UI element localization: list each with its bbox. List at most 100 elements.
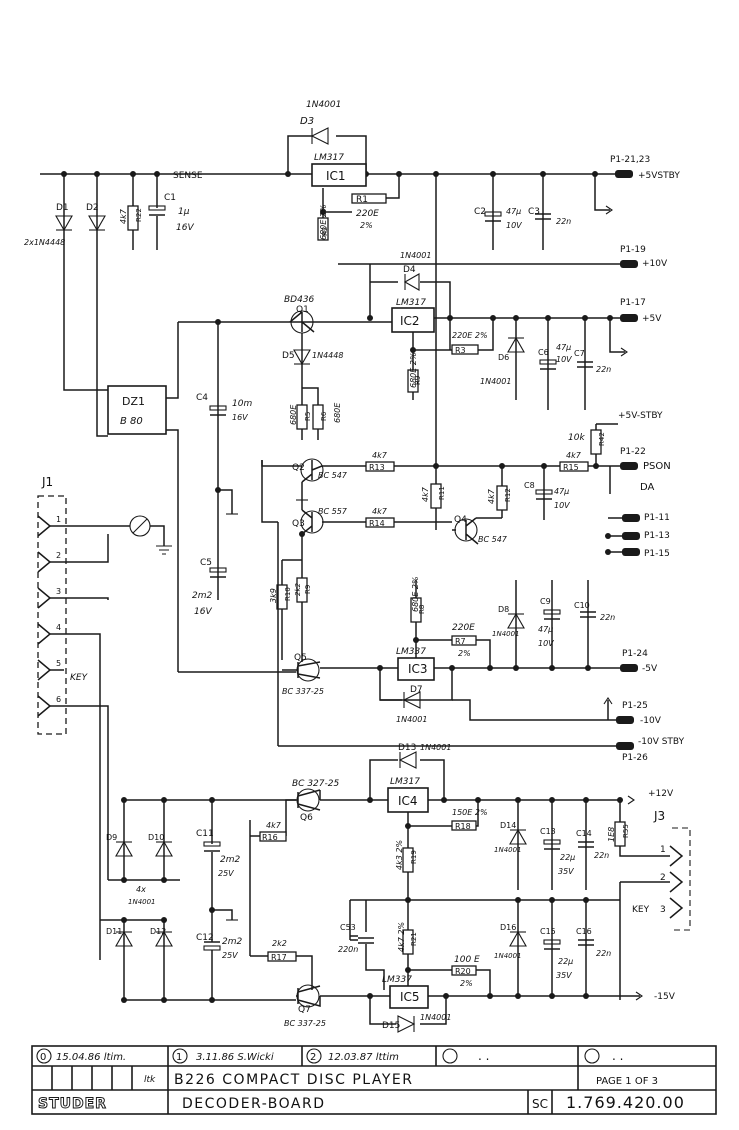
c6-value: 47µ [556,343,571,352]
diode-d16: D16 1N4001 [494,900,527,970]
c13-value: 22µ [560,853,575,862]
c8-volt: 10V [554,501,570,510]
r21-value: 4k7 2% [397,922,406,952]
r6-value: 680E [333,402,342,423]
diodes-d1-d2: D1 D2 2x1N4448 [24,174,108,391]
d13-type: 1N4001 [420,743,451,752]
c53-value: 220n [338,945,358,954]
capacitor-c14: C14 22n [576,829,609,860]
transistor-q4: Q4 BC 547 [452,515,508,545]
capacitor-c12: C12 2m2 25V [196,910,242,1000]
initials: ltk [144,1075,156,1085]
diode-bridge-d9-d12: D9 D10 4x 1N4001 D11 D12 [100,800,180,1000]
p1-19-label: P1-19 [620,245,646,255]
connector-j1: J1 1 2 3 4 5 6 KEY [37,475,172,960]
q1-label: Q1 [296,305,309,315]
rail-minus5v: IC3 LM337 P1-24 -5V [178,580,658,701]
r19-label: R19 [410,850,418,864]
board-name: DECODER-BOARD [182,1096,325,1112]
out-minus10vstby-label: -10V STBY [638,737,685,747]
r18-label: R18 [455,822,471,831]
capacitor-c6: C6 47µ 10V [538,343,572,370]
r5-label: R5 [304,412,312,421]
c1-value: 1µ [178,207,190,217]
c15-label: C15 [540,927,556,936]
r14-value: 4k7 [372,507,388,516]
d2-label: D2 [86,203,99,213]
capacitor-c53: C53 220n [338,900,385,990]
rev1-number: 1 [176,1052,182,1063]
d9-label: D9 [106,833,117,842]
q7-label: Q7 [298,1005,311,1015]
c53-label: C53 [340,923,356,932]
p1-switched-pins: P1-11 P1-13 P1-15 [605,513,670,559]
ic3-label: IC3 [408,662,428,676]
r22-label: R22 [135,208,143,222]
dz1-label: DZ1 [122,395,145,408]
resistor-r12: R12 4k7 [487,466,512,518]
r20-tol: 2% [460,979,473,988]
q6-label: Q6 [300,813,313,823]
transistor-q6: BC 327-25 Q6 [285,779,339,836]
c11-value: 2m2 [220,855,240,865]
r11-value: 4k7 [421,486,430,502]
r8-value: 680E 2% [411,576,420,612]
transistor-q3: Q3 BC 557 [292,500,366,560]
diode-d5: D5 1N4448 [282,349,343,366]
page-label: PAGE 1 OF 3 [596,1076,658,1087]
d5-label: D5 [282,351,295,361]
j1-label: J1 [41,475,53,489]
q2-type: BC 547 [318,471,348,480]
c11-label: C11 [196,829,214,839]
rail-minus15v: IC5 LM337 -15V D15 1N4001 [121,967,676,1033]
c16-value: 22n [596,949,611,958]
r16-value: 4k7 [266,821,282,830]
diode-d4: D4 1N4001 [369,251,451,318]
r7-value: 220E [452,623,475,633]
rev-extra: . . [478,1049,489,1063]
j1-pin5: 5 [56,659,61,668]
r2-label: R2 [321,227,329,236]
c9-volt: 10V [538,639,554,648]
c12-label: C12 [196,933,214,943]
r12-label: R12 [504,488,512,502]
p1-2123-label: P1-21,23 [610,155,650,165]
q7-type: BC 337-25 [284,1019,326,1028]
p1-24-label: P1-24 [622,649,648,659]
c11-volt: 25V [218,869,234,878]
q5-label: Q5 [294,653,307,663]
rev0-text: 15.04.86 ltim. [56,1052,126,1063]
p1-26-label: P1-26 [622,753,648,763]
out-5vstby-label: +5VSTBY [638,171,680,181]
revision-row: 0 15.04.86 ltim. 1 3.11.86 S.Wicki 2 12.… [36,1048,623,1064]
c10-label: C10 [574,601,590,610]
c13-volt: 35V [558,867,574,876]
c3-label: C3 [528,207,540,217]
r8-label: R8 [418,605,426,614]
q4-label: Q4 [454,515,467,525]
j1-pin6: 6 [56,695,61,704]
pson-label: PSON [643,461,671,472]
q4-type: BC 547 [478,535,508,544]
resistor-r8: R8 680E 2% [410,576,426,623]
stby-in-label: +5V-STBY [618,411,663,421]
title-block [31,1045,717,1115]
r19-value: 4k3 2% [395,840,404,870]
resistor-r18: R18 150E 2% [451,808,488,831]
j1-pin4: 4 [56,623,61,632]
rev-extra-2: . . [612,1049,623,1063]
r1-tol: 2% [360,221,373,230]
r6-label: R6 [320,411,328,421]
p1-11-label: P1-11 [644,513,670,523]
regulator-ic1: IC1 LM317 [311,153,367,187]
capacitor-c4: C4 10m 16V [196,393,252,515]
resistor-r13: R13 4k7 [365,451,395,472]
capacitor-c8: C8 47µ 10V [524,466,570,520]
transistor-q7: Q7 BC 337-25 [284,984,326,1028]
out-minus15v-label: -15V [654,992,676,1002]
r7-tol: 2% [458,649,471,658]
d3-label: D3 [300,116,314,127]
out-minus5v-label: -5V [642,664,658,674]
r9b-label: R9 [304,585,312,594]
